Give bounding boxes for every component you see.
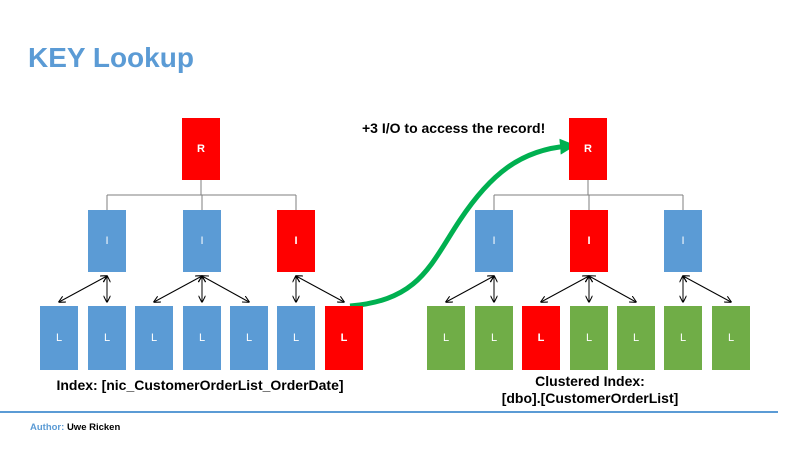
right-leaf-node: L — [664, 306, 702, 370]
left-leaf-node-label: L — [340, 332, 348, 344]
left-leaf-node: L — [88, 306, 126, 370]
footer-author: Author: Uwe Ricken — [30, 422, 120, 433]
right-leaf-node-label: L — [537, 332, 545, 344]
right-intermediate-node: I — [664, 210, 702, 272]
left-intermediate-node: I — [183, 210, 221, 272]
footer-divider — [0, 411, 778, 413]
right-leaf-arrow-2 — [541, 276, 589, 302]
right-intermediate-node: I — [475, 210, 513, 272]
left-leaf-node-label: L — [198, 332, 206, 344]
left-leaf-node-label: L — [292, 332, 300, 344]
right-caption-line1: Clustered Index: — [535, 373, 645, 389]
right-leaf-node: L — [617, 306, 655, 370]
left-leaf-node: L — [135, 306, 173, 370]
io-annotation: +3 I/O to access the record! — [362, 120, 546, 136]
right-leaf-node-label: L — [585, 332, 593, 344]
right-intermediate-node: I — [570, 210, 608, 272]
right-intermediate-node-label: I — [492, 235, 496, 247]
left-leaf-node: L — [183, 306, 221, 370]
left-leaf-node-label: L — [245, 332, 253, 344]
slide-title: KEY Lookup — [28, 42, 194, 73]
left-leaf-arrow-2 — [154, 276, 202, 302]
left-leaf-node: L — [277, 306, 315, 370]
right-leaf-arrow-0 — [446, 276, 494, 302]
left-root-node-label: R — [197, 143, 205, 155]
right-leaf-arrow-6 — [683, 276, 731, 302]
right-leaf-node: L — [522, 306, 560, 370]
right-leaf-node-label: L — [490, 332, 498, 344]
left-tree-caption: Index: [nic_CustomerOrderList_OrderDate] — [30, 377, 370, 394]
left-root-node: R — [182, 118, 220, 180]
left-intermediate-node-label: I — [105, 235, 109, 247]
right-leaf-node: L — [475, 306, 513, 370]
right-leaf-node-label: L — [727, 332, 735, 344]
author-name: Uwe Ricken — [66, 422, 121, 433]
left-intermediate-node-label: I — [294, 235, 298, 247]
right-intermediate-node-label: I — [587, 235, 591, 247]
left-caption-text: Index: [nic_CustomerOrderList_OrderDate] — [56, 377, 344, 393]
right-leaf-node-label: L — [632, 332, 640, 344]
left-leaf-node-label: L — [103, 332, 111, 344]
left-leaf-node: L — [325, 306, 363, 370]
left-leaf-arrow-4 — [202, 276, 249, 302]
left-intermediate-node: I — [88, 210, 126, 272]
right-leaf-arrow-4 — [589, 276, 636, 302]
right-root-node-label: R — [584, 143, 592, 155]
right-leaf-node: L — [427, 306, 465, 370]
left-intermediate-node-label: I — [200, 235, 204, 247]
right-intermediate-node-label: I — [681, 235, 685, 247]
left-leaf-node: L — [40, 306, 78, 370]
left-leaf-node-label: L — [150, 332, 158, 344]
left-leaf-arrow-0 — [59, 276, 107, 302]
left-leaf-node: L — [230, 306, 268, 370]
right-tree-caption: Clustered Index: [dbo].[CustomerOrderLis… — [440, 373, 740, 407]
right-leaf-node-label: L — [679, 332, 687, 344]
right-leaf-node-label: L — [442, 332, 450, 344]
right-caption-line2: [dbo].[CustomerOrderList] — [501, 390, 679, 406]
left-leaf-node-label: L — [55, 332, 63, 344]
right-leaf-node: L — [570, 306, 608, 370]
right-leaf-node: L — [712, 306, 750, 370]
io-arrow — [349, 138, 576, 309]
right-root-node: R — [569, 118, 607, 180]
author-label: Author: — [30, 422, 65, 433]
left-intermediate-node: I — [277, 210, 315, 272]
tree-connectors — [59, 180, 731, 302]
left-leaf-arrow-6 — [296, 276, 344, 302]
